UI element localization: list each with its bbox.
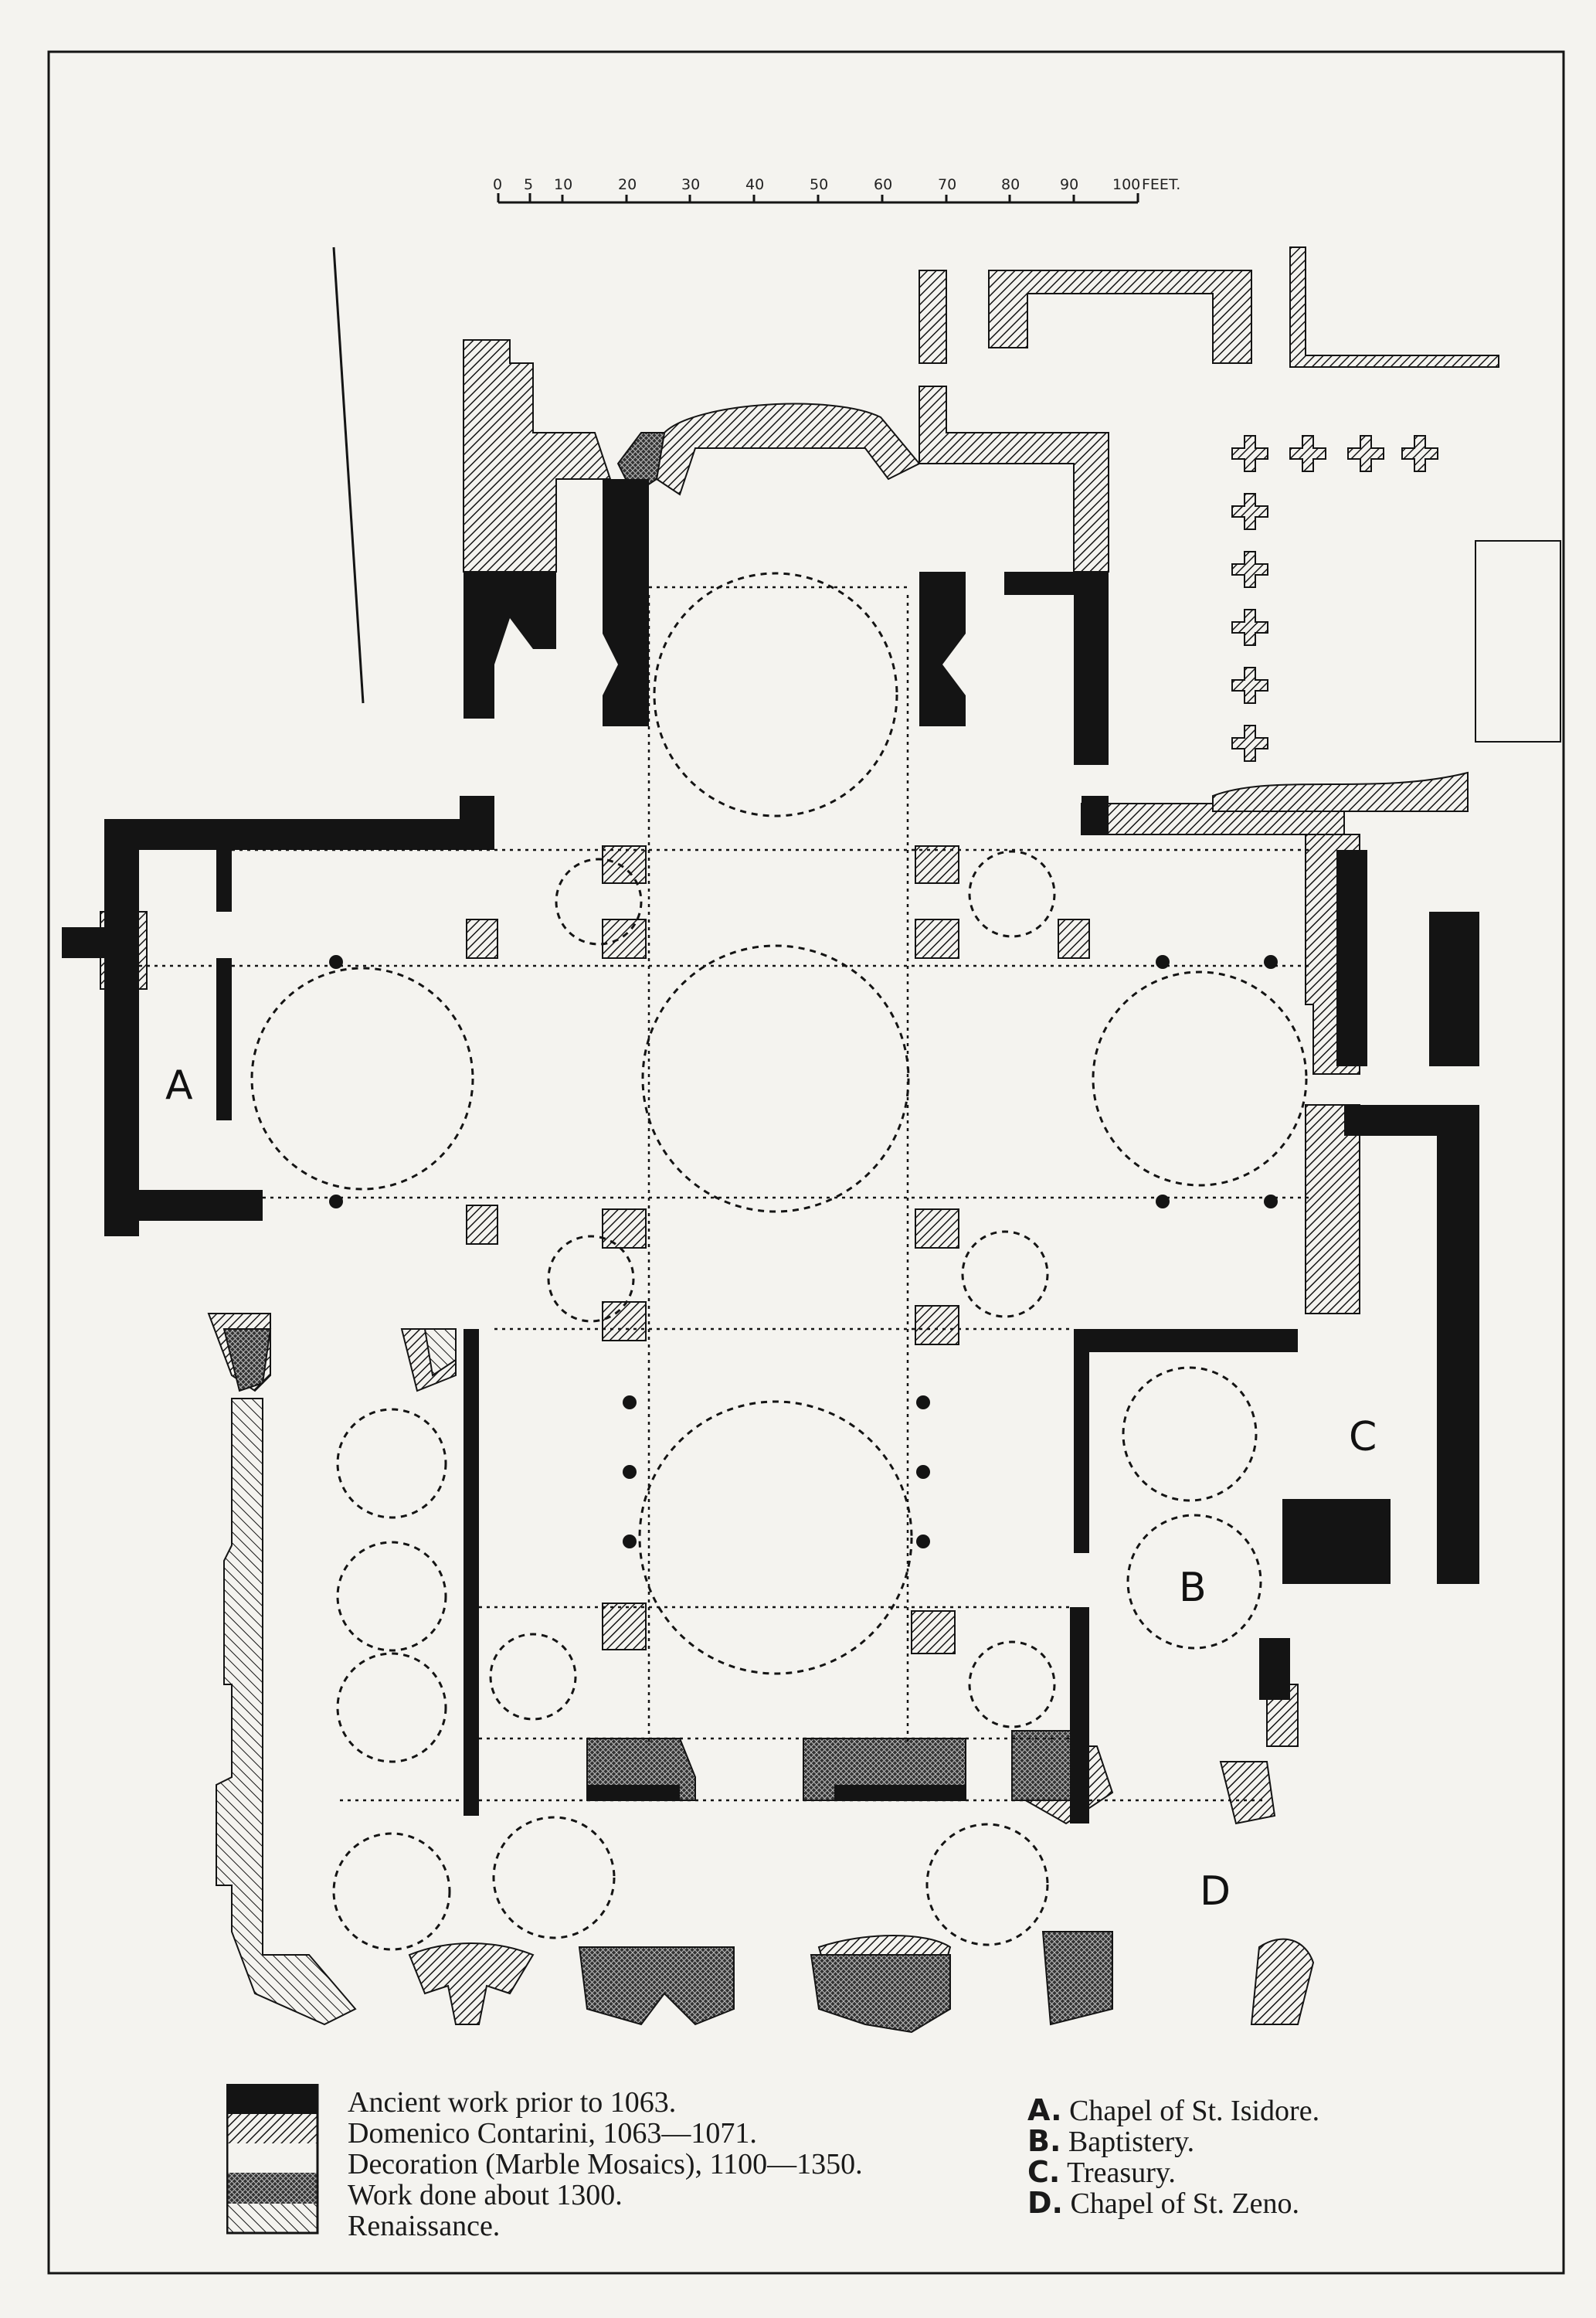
legend-item: Decoration (Marble Mosaics), 1100—1350. (348, 2148, 863, 2180)
key-text: Chapel of St. Isidore. (1069, 2095, 1320, 2127)
scale-tick-label: 30 (681, 176, 701, 193)
piers (466, 845, 1090, 1654)
scale-tick-label: 20 (618, 176, 637, 193)
swatch-contarini (227, 2114, 318, 2143)
scale-tick-label: 80 (1001, 176, 1020, 193)
key-letter: B. (1027, 2124, 1061, 2158)
columns (329, 955, 1278, 1548)
scale-unit: FEET. (1142, 176, 1181, 193)
domes (250, 572, 1308, 1951)
key-text: Baptistery. (1068, 2126, 1195, 2158)
legend-key: D. Chapel of St. Zeno. (1027, 2188, 1299, 2218)
label-chapel-st-isidore: A (165, 1062, 193, 1109)
scale-tick-label: 10 (554, 176, 573, 193)
label-treasury: C (1349, 1414, 1377, 1460)
swatch-ancient (227, 2085, 318, 2114)
scale-tick-label: 70 (938, 176, 957, 193)
legend-key: A. Chapel of St. Isidore. (1027, 2095, 1319, 2126)
scale-tick-label: 90 (1060, 176, 1079, 193)
scale-tick-label: 0 (493, 176, 503, 193)
scale-tick-label: 100 (1112, 176, 1141, 193)
boundary-line (332, 246, 365, 704)
scale-tick-label: 60 (874, 176, 893, 193)
swatch-decoration (227, 2143, 318, 2173)
key-letter: A. (1027, 2093, 1062, 2127)
legend-swatches (226, 2084, 319, 2235)
swatch-1300 (227, 2173, 318, 2204)
key-letter: C. (1027, 2155, 1061, 2189)
label-baptistery: B (1179, 1565, 1207, 1611)
page-border (47, 50, 1565, 2275)
legend-key: B. Baptistery. (1027, 2126, 1194, 2157)
renaissance-walls (216, 1328, 457, 2026)
legend-item: Renaissance. (348, 2210, 501, 2242)
legend-item: Domenico Contarini, 1063—1071. (348, 2117, 757, 2150)
swatch-renaissance (227, 2204, 318, 2233)
key-text: Treasury. (1067, 2157, 1176, 2189)
stairs (1475, 540, 1561, 743)
scale-tick-label: 5 (524, 176, 534, 193)
label-chapel-st-zeno: D (1200, 1868, 1231, 1915)
scale-tick-label: 40 (745, 176, 765, 193)
atrium-crosses (1231, 435, 1438, 762)
key-letter: D. (1027, 2186, 1063, 2220)
legend-key: C. Treasury. (1027, 2157, 1176, 2187)
key-text: Chapel of St. Zeno. (1070, 2187, 1300, 2220)
scale-tick-label: 50 (810, 176, 829, 193)
legend-item: Work done about 1300. (348, 2179, 623, 2211)
grid-lines (139, 586, 1313, 1802)
ancient-walls (62, 479, 1479, 1823)
legend-item: Ancient work prior to 1063. (348, 2086, 677, 2119)
scale-bar (497, 193, 1139, 204)
